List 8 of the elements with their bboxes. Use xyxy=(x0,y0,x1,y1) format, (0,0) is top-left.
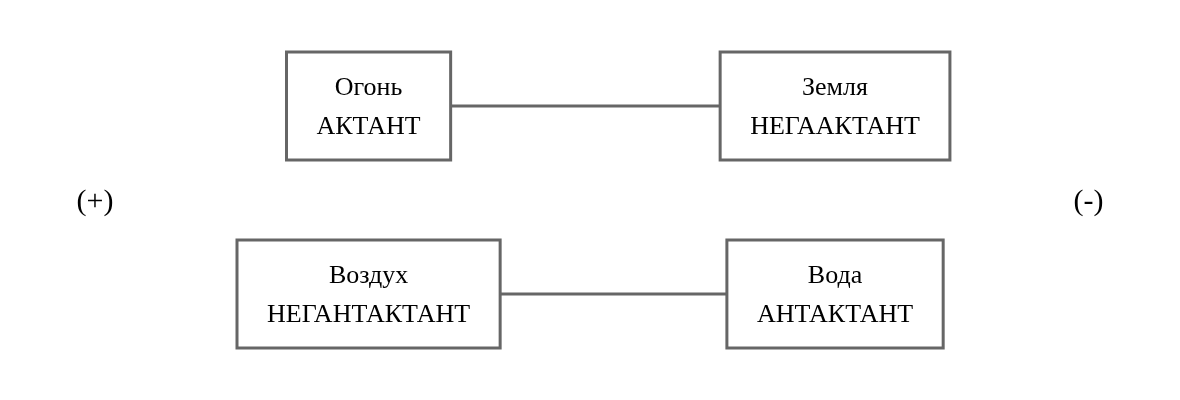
node-box: Огонь АКТАНТ xyxy=(285,50,453,162)
sign-label: (+) xyxy=(75,183,115,217)
connector xyxy=(500,292,727,296)
node-box: Воздух НЕГАНТАКТАНТ xyxy=(235,238,502,350)
node-box: Земля НЕГААКТАНТ xyxy=(718,50,952,162)
node-box: Вода АНТАКТАНТ xyxy=(725,238,945,350)
connector xyxy=(450,104,721,108)
sign-label: (-) xyxy=(1072,183,1105,217)
